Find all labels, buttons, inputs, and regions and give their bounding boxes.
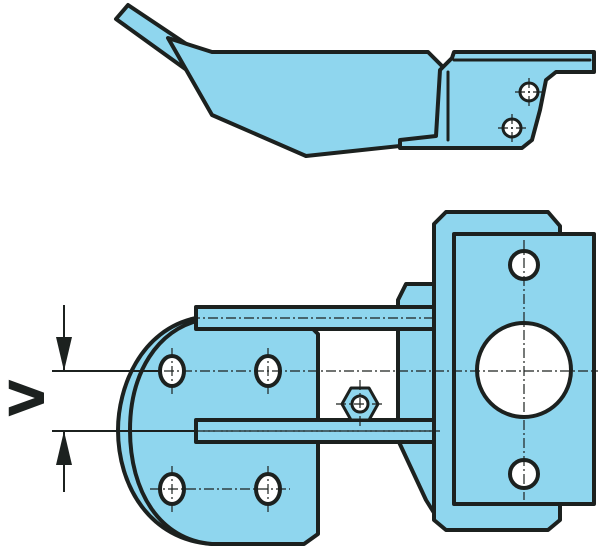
top-view (114, 3, 596, 158)
dimension-v: V (0, 305, 196, 492)
hex-nut (336, 380, 384, 428)
dimension-arrow-down (56, 337, 72, 371)
bottom-view (56, 210, 598, 546)
bracket-hole-upper (515, 78, 543, 106)
dimension-arrow-up (56, 431, 72, 465)
dimension-label: V (0, 379, 56, 416)
bracket-hole-lower (498, 114, 526, 142)
